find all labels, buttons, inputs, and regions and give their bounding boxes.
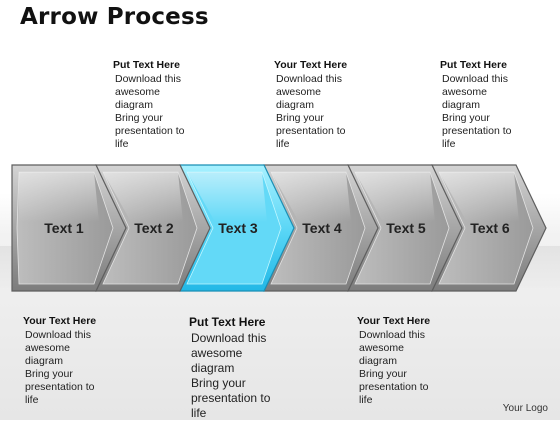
bottom-box-1-heading: Your Text Here: [23, 315, 97, 327]
bottom-box-3-line-3: diagram: [359, 355, 397, 367]
bottom-box-2-line-5: presentation to: [191, 391, 271, 405]
top-box-3-heading: Put Text Here: [440, 59, 507, 71]
arrow-step-6: Text 6: [431, 164, 547, 292]
arrow-shine-1: [19, 172, 99, 222]
top-box-1-heading: Put Text Here: [113, 59, 180, 71]
top-box-2-line-3: diagram: [276, 99, 314, 111]
bottom-box-2-line-3: diagram: [191, 361, 235, 375]
top-text-box-2: Your Text Here Download this awesome dia…: [274, 59, 347, 151]
page-title: Arrow Process: [20, 4, 209, 30]
top-text-box-3: Put Text Here Download this awesome diag…: [440, 59, 511, 151]
bottom-text-box-2: Put Text Here Download this awesome diag…: [189, 315, 270, 421]
top-box-2-line-6: life: [276, 138, 290, 150]
bottom-box-1-line-3: diagram: [25, 355, 63, 367]
top-box-1-line-3: diagram: [115, 99, 153, 111]
bottom-box-3-heading: Your Text Here: [357, 315, 431, 327]
arrow-step-5: Text 5: [347, 164, 463, 292]
arrow-shine-4: [271, 172, 351, 222]
bottom-box-2-line-6: life: [191, 406, 207, 420]
top-box-1-line-2: awesome: [115, 86, 160, 98]
bottom-box-3-line-4: Bring your: [359, 368, 407, 380]
bottom-box-2-line-4: Bring your: [191, 376, 246, 390]
arrow-label-6: Text 6: [470, 220, 510, 236]
arrow-shine-2: [103, 172, 183, 222]
bottom-box-3-line-5: presentation to: [359, 381, 429, 393]
bottom-box-3-line-6: life: [359, 394, 373, 406]
top-box-3-line-3: diagram: [442, 99, 480, 111]
top-box-2-line-1: Download this: [276, 73, 342, 85]
arrow-step-2: Text 2: [95, 164, 211, 292]
bottom-box-1-line-4: Bring your: [25, 368, 73, 380]
bottom-box-1-line-5: presentation to: [25, 381, 95, 393]
bottom-box-3-line-1: Download this: [359, 329, 425, 341]
arrow-label-5: Text 5: [386, 220, 426, 236]
top-box-2-line-4: Bring your: [276, 112, 324, 124]
bottom-text-box-3: Your Text Here Download this awesome dia…: [357, 315, 430, 407]
top-box-3-line-1: Download this: [442, 73, 508, 85]
bottom-box-2-line-2: awesome: [191, 346, 243, 360]
arrow-step-3: Text 3: [179, 164, 295, 292]
logo-placeholder: Your Logo: [502, 403, 548, 414]
bottom-box-1-line-1: Download this: [25, 329, 91, 341]
bottom-box-2-heading: Put Text Here: [189, 315, 266, 329]
top-box-2-line-5: presentation to: [276, 125, 346, 137]
bottom-box-1-line-2: awesome: [25, 342, 70, 354]
arrow-label-2: Text 2: [134, 220, 174, 236]
top-text-box-1: Put Text Here Download this awesome diag…: [113, 59, 184, 151]
bottom-text-box-1: Your Text Here Download this awesome dia…: [23, 315, 96, 407]
top-box-1-line-6: life: [115, 138, 129, 150]
top-box-3-line-6: life: [442, 138, 456, 150]
top-box-1-line-4: Bring your: [115, 112, 163, 124]
arrow-label-1: Text 1: [44, 220, 84, 236]
arrow-shine-6: [439, 172, 519, 222]
arrow-shine-5: [355, 172, 435, 222]
arrow-label-4: Text 4: [302, 220, 342, 236]
arrow-step-1: Text 1: [11, 164, 127, 292]
arrow-shine-3: [187, 172, 267, 222]
top-box-3-line-2: awesome: [442, 86, 487, 98]
top-box-3-line-4: Bring your: [442, 112, 490, 124]
top-box-3-line-5: presentation to: [442, 125, 512, 137]
top-box-1-line-1: Download this: [115, 73, 181, 85]
bottom-box-1-line-6: life: [25, 394, 39, 406]
arrow-label-3: Text 3: [218, 220, 258, 236]
bottom-box-2-line-1: Download this: [191, 331, 267, 345]
top-box-1-line-5: presentation to: [115, 125, 185, 137]
bottom-box-3-line-2: awesome: [359, 342, 404, 354]
top-box-2-line-2: awesome: [276, 86, 321, 98]
arrow-step-4: Text 4: [263, 164, 379, 292]
top-box-2-heading: Your Text Here: [274, 59, 348, 71]
